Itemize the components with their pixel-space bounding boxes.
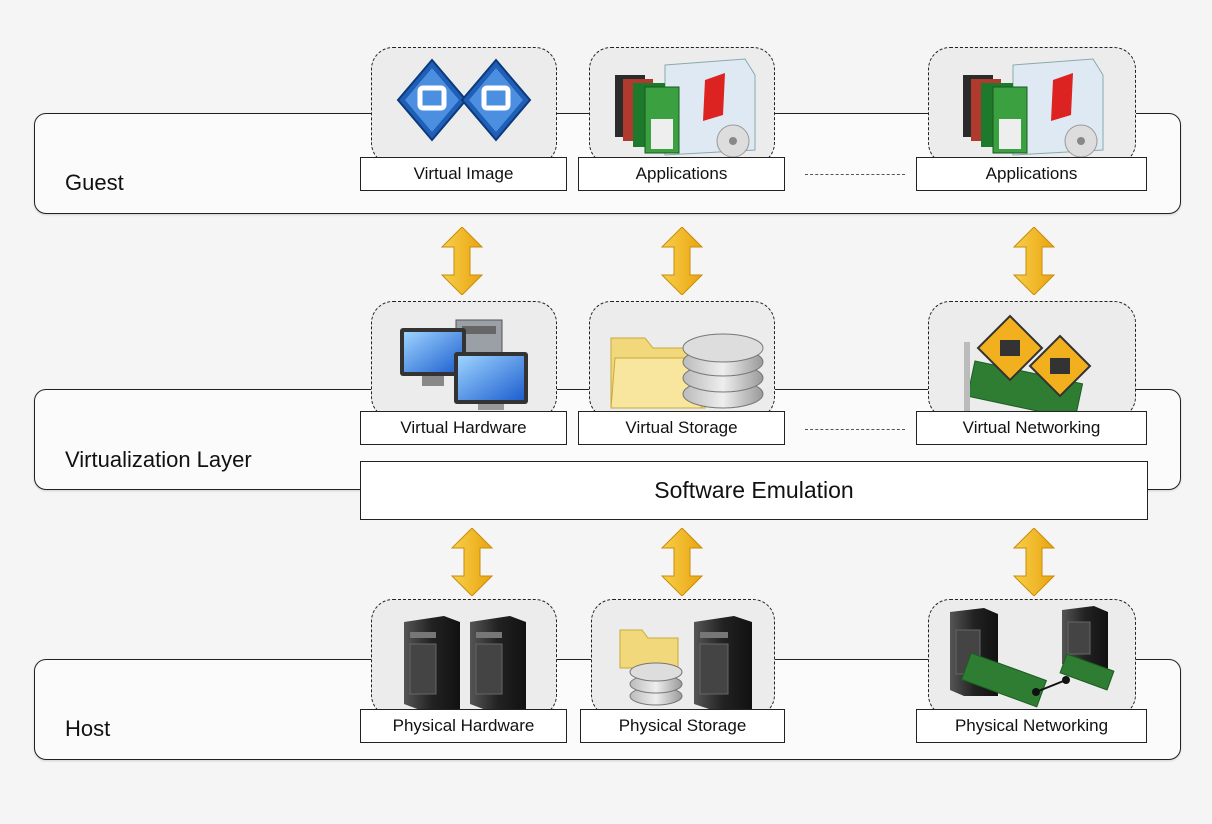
host-label: Host xyxy=(65,716,111,741)
double-arrow-icon xyxy=(1012,227,1056,295)
double-arrow-icon xyxy=(450,528,494,596)
double-arrow-icon xyxy=(1012,528,1056,596)
physical-storage-label: Physical Storage xyxy=(580,709,785,743)
double-arrow-icon xyxy=(660,528,704,596)
networked-servers-icon xyxy=(950,606,1115,708)
software-boxes-icon xyxy=(963,58,1104,158)
applications-label-1: Applications xyxy=(578,157,785,191)
double-arrow-icon xyxy=(440,227,484,295)
qemu-logo-icon xyxy=(396,58,532,142)
folder-disks-icon xyxy=(610,333,764,409)
physical-networking-label: Physical Networking xyxy=(916,709,1147,743)
guest-continuation-line xyxy=(805,174,905,175)
virtual-hardware-label: Virtual Hardware xyxy=(360,411,567,445)
virtualization-label: Virtualization Layer xyxy=(65,447,252,472)
guest-label: Guest xyxy=(65,170,124,195)
network-card-power-icon xyxy=(964,314,1092,417)
virtual-networking-label: Virtual Networking xyxy=(916,411,1147,445)
storage-server-icon xyxy=(619,616,752,710)
double-arrow-icon xyxy=(660,227,704,295)
computers-icon xyxy=(400,319,528,410)
virtualization-continuation-line xyxy=(805,429,905,430)
virtual-storage-label: Virtual Storage xyxy=(578,411,785,445)
software-boxes-icon xyxy=(615,58,756,158)
physical-hardware-label: Physical Hardware xyxy=(360,709,567,743)
server-towers-icon xyxy=(404,616,526,710)
applications-label-2: Applications xyxy=(916,157,1147,191)
virtual-image-label: Virtual Image xyxy=(360,157,567,191)
software-emulation-box: Software Emulation xyxy=(360,461,1148,520)
